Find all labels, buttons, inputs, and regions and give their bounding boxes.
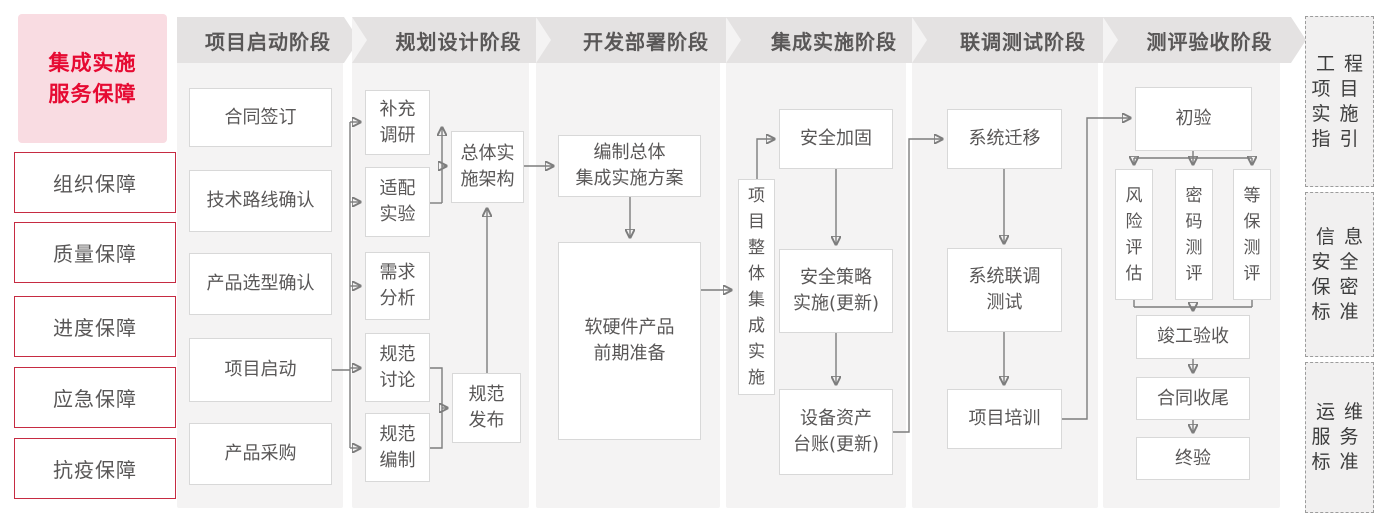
reference-box-2: 信息 安全 保密 标准 <box>1305 192 1374 357</box>
sidebar-item-4: 应急保障 <box>14 367 176 428</box>
flow-box-asset-ledger-update: 设备资产 台账(更新) <box>779 389 893 475</box>
stage-header-4: 集成实施阶段 <box>726 17 932 63</box>
reference-box-1: 工程 项目 实施 指引 <box>1305 16 1374 187</box>
stage-header-2: 规划设计阶段 <box>352 17 555 63</box>
flow-box-spec-release: 规范 发布 <box>452 373 521 443</box>
flow-box-mlps-assessment: 等保测评 <box>1233 169 1271 300</box>
flow-box-product-procurement: 产品采购 <box>189 423 332 485</box>
stage-header-1: 项目启动阶段 <box>177 17 359 63</box>
page-title: 集成实施 服务保障 <box>18 14 167 143</box>
flow-box-system-migration: 系统迁移 <box>947 109 1062 169</box>
flow-box-label: 密码测评 <box>1185 185 1203 284</box>
flow-box-contract-signing: 合同签订 <box>189 88 332 147</box>
sidebar-item-1: 组织保障 <box>14 152 176 213</box>
flow-box-preliminary-acceptance: 初验 <box>1135 87 1252 151</box>
flow-box-crypto-assessment: 密码测评 <box>1175 169 1213 300</box>
flow-box-final-acceptance: 终验 <box>1136 437 1250 480</box>
flow-box-spec-discussion: 规范 讨论 <box>365 333 430 402</box>
flow-box-system-joint-debugging: 系统联调 测试 <box>947 248 1062 332</box>
flow-box-tech-route-confirm: 技术路线确认 <box>189 170 332 232</box>
flow-box-project-training: 项目培训 <box>947 389 1062 449</box>
flow-box-overall-integration-implementation: 项目整体集成实施 <box>738 179 775 395</box>
flow-box-overall-plan-drafting: 编制总体 集成实施方案 <box>558 135 701 197</box>
flow-box-security-policy-update: 安全策略 实施(更新) <box>779 249 893 333</box>
sidebar-item-2: 质量保障 <box>14 222 176 283</box>
flow-box-security-hardening: 安全加固 <box>779 109 893 169</box>
flow-box-adaptation-test: 适配 实验 <box>365 167 430 237</box>
stage-header-3: 开发部署阶段 <box>536 17 746 63</box>
flow-box-supplementary-research: 补充 调研 <box>365 90 430 155</box>
flow-box-label: 等保测评 <box>1243 185 1261 284</box>
flow-box-project-kickoff: 项目启动 <box>189 338 332 402</box>
reference-box-3: 运维 服务 标准 <box>1305 362 1374 513</box>
flow-box-risk-assessment: 风险评估 <box>1115 169 1153 300</box>
flow-box-contract-closure: 合同收尾 <box>1136 377 1250 420</box>
stage-header-5: 联调测试阶段 <box>912 17 1124 63</box>
flow-box-completion-acceptance: 竣工验收 <box>1136 315 1250 359</box>
sidebar-item-3: 进度保障 <box>14 296 176 357</box>
sidebar-item-5: 抗疫保障 <box>14 438 176 499</box>
flow-box-label: 风险评估 <box>1125 185 1143 284</box>
flow-box-overall-implementation-architecture: 总体实 施架构 <box>451 131 524 203</box>
stage-header-6: 测评验收阶段 <box>1103 17 1306 63</box>
flow-box-hw-sw-preparation: 软硬件产品 前期准备 <box>558 242 701 440</box>
flow-box-spec-drafting: 规范 编制 <box>365 413 430 482</box>
flow-box-requirement-analysis: 需求 分析 <box>365 252 430 320</box>
flow-box-label: 项目整体集成实施 <box>748 186 765 388</box>
flow-box-product-selection-confirm: 产品选型确认 <box>189 253 332 315</box>
